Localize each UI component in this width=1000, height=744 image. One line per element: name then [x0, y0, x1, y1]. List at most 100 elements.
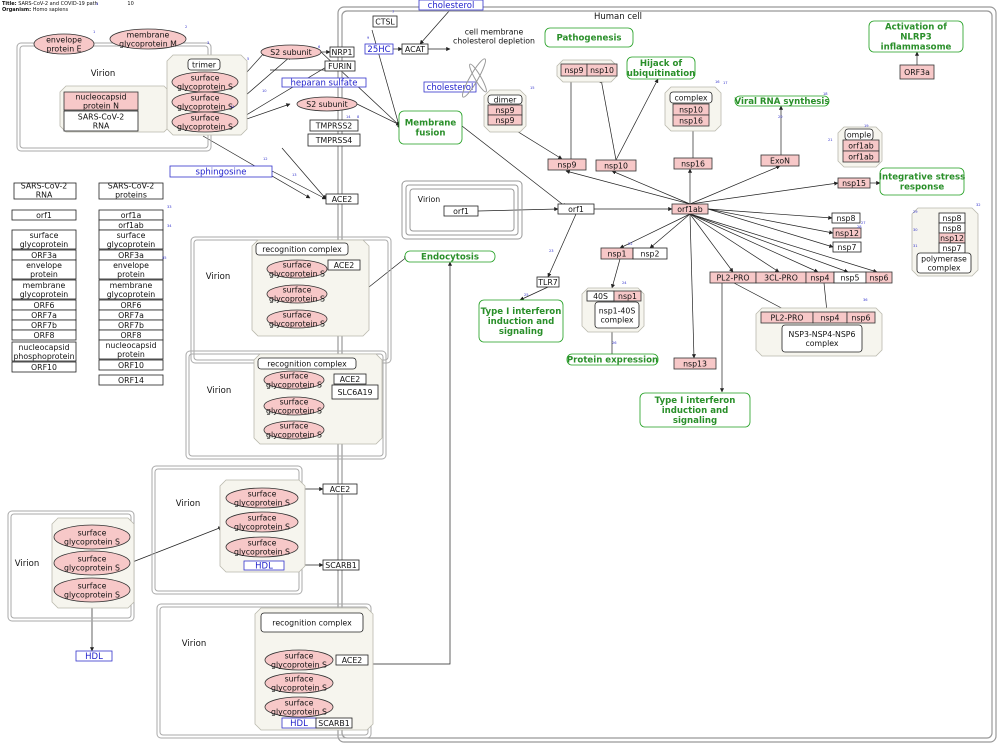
legend-rna-10[interactable] [11, 361, 77, 373]
spike-2c[interactable] [266, 309, 328, 329]
nsp6-a[interactable] [865, 271, 893, 284]
nsp7-a[interactable] [832, 241, 862, 253]
process-hijack-ubiquitination[interactable] [626, 56, 696, 80]
trimer-label-box[interactable] [187, 58, 221, 71]
legend-rna-4[interactable] [11, 279, 77, 300]
spike-6b[interactable] [264, 672, 334, 694]
nucleocapsid-protein-n[interactable] [63, 91, 139, 111]
process-membrane-fusion[interactable] [398, 110, 463, 145]
slc6a19[interactable] [331, 384, 379, 400]
s2-subunit-1[interactable] [260, 44, 322, 60]
heparan-sulfate[interactable] [281, 77, 367, 88]
nsp8-a[interactable] [831, 212, 861, 224]
process-interferon-2[interactable] [639, 392, 751, 428]
tmprss4[interactable] [307, 133, 361, 147]
nsp1-40s-label[interactable] [594, 301, 640, 329]
ace2-2[interactable] [327, 259, 361, 271]
spike-2b[interactable] [266, 284, 328, 304]
legend-protein-12[interactable] [98, 374, 164, 386]
process-protein-expression[interactable] [566, 353, 659, 366]
hdl-2[interactable] [75, 650, 113, 662]
cholesterol-top[interactable] [418, 0, 484, 11]
spike-5b[interactable] [53, 550, 131, 576]
acat[interactable] [401, 43, 429, 55]
ace2-3[interactable] [333, 373, 367, 385]
recognition-complex-2-label[interactable] [257, 357, 357, 370]
sphingosine[interactable] [169, 165, 273, 178]
ctsl[interactable] [372, 15, 398, 28]
legend-protein-header-box[interactable] [98, 182, 164, 200]
spike-6a[interactable] [264, 649, 334, 671]
spike-4c[interactable] [225, 536, 299, 558]
furin[interactable] [324, 60, 356, 72]
hdl-1[interactable] [243, 560, 285, 571]
legend-rna-9[interactable] [11, 341, 77, 362]
nsp9-b[interactable] [547, 158, 587, 171]
legend-protein-11[interactable] [98, 359, 164, 371]
nsp2[interactable] [632, 247, 668, 260]
legend-protein-4[interactable] [98, 259, 164, 280]
nsp10-c[interactable] [595, 159, 637, 172]
orf1ab-omple-2[interactable] [842, 150, 880, 163]
orf1ab[interactable] [671, 203, 709, 215]
nrp1[interactable] [329, 46, 355, 58]
complex-label[interactable] [669, 91, 713, 104]
spike-6c-label-line-1: surface [285, 698, 314, 707]
spike-5c[interactable] [53, 577, 131, 603]
cholesterol-lower[interactable] [423, 81, 477, 93]
recognition-complex-1-label[interactable] [255, 242, 349, 256]
tlr7[interactable] [536, 276, 560, 288]
nsp16-a[interactable] [672, 114, 710, 127]
legend-rna-3[interactable] [11, 259, 77, 280]
spike-6c[interactable] [264, 696, 334, 718]
envelope-protein-e[interactable] [33, 33, 95, 55]
25hc[interactable] [364, 43, 394, 55]
ace2-6[interactable] [335, 654, 369, 666]
nsp6-b[interactable] [846, 311, 876, 324]
ace2-top[interactable] [325, 193, 359, 205]
nsp3-nsp4-nsp6-label[interactable] [781, 324, 863, 353]
spike-3b[interactable] [263, 396, 325, 416]
legend-protein-5[interactable] [98, 279, 164, 300]
legend-rna-1[interactable] [11, 229, 77, 250]
orf3a[interactable] [899, 64, 935, 80]
spike-3c[interactable] [263, 420, 325, 440]
legend-rna-8[interactable] [11, 329, 77, 341]
ace2-4[interactable] [322, 483, 358, 495]
nsp1-b[interactable] [613, 290, 642, 302]
process-nlrp3-inflammasome[interactable] [868, 20, 964, 53]
legend-protein-2[interactable] [98, 229, 164, 250]
scarb1-1[interactable] [322, 559, 360, 571]
nsp15[interactable] [837, 177, 871, 189]
recognition-complex-3-label[interactable] [260, 612, 364, 633]
sars-cov-2-rna[interactable] [63, 110, 139, 132]
process-pathogenesis[interactable] [544, 27, 634, 48]
spike-5a[interactable] [53, 524, 131, 550]
nsp12-a[interactable] [832, 227, 862, 239]
nsp10-a[interactable] [586, 63, 618, 77]
membrane-glycoprotein-m[interactable] [109, 28, 187, 50]
nsp16-b[interactable] [673, 157, 713, 170]
spike-1c[interactable] [171, 111, 239, 133]
process-interferon-1[interactable] [478, 299, 564, 343]
orf1-virion[interactable] [443, 205, 479, 217]
spike-3a[interactable] [263, 370, 325, 390]
s2-subunit-2[interactable] [296, 96, 358, 112]
polymerase-complex-label[interactable] [916, 252, 972, 274]
legend-rna-0[interactable] [11, 209, 77, 221]
spike-4a[interactable] [225, 487, 299, 509]
dimer-label[interactable] [487, 94, 523, 105]
process-viral-rna-synthesis[interactable] [734, 95, 830, 107]
process-endocytosis[interactable] [404, 250, 496, 263]
nsp9-dimer-2[interactable] [487, 114, 523, 126]
spike-4b[interactable] [225, 511, 299, 533]
orf1[interactable] [557, 203, 595, 215]
nsp13[interactable] [673, 357, 717, 370]
spike-2a[interactable] [266, 259, 328, 279]
tmprss2[interactable] [309, 119, 359, 132]
exon[interactable] [760, 154, 800, 167]
scarb1-2[interactable] [315, 717, 353, 729]
legend-protein-10[interactable] [98, 339, 164, 360]
legend-rna-header-box[interactable] [13, 182, 77, 200]
process-integrative-stress[interactable] [879, 167, 965, 196]
